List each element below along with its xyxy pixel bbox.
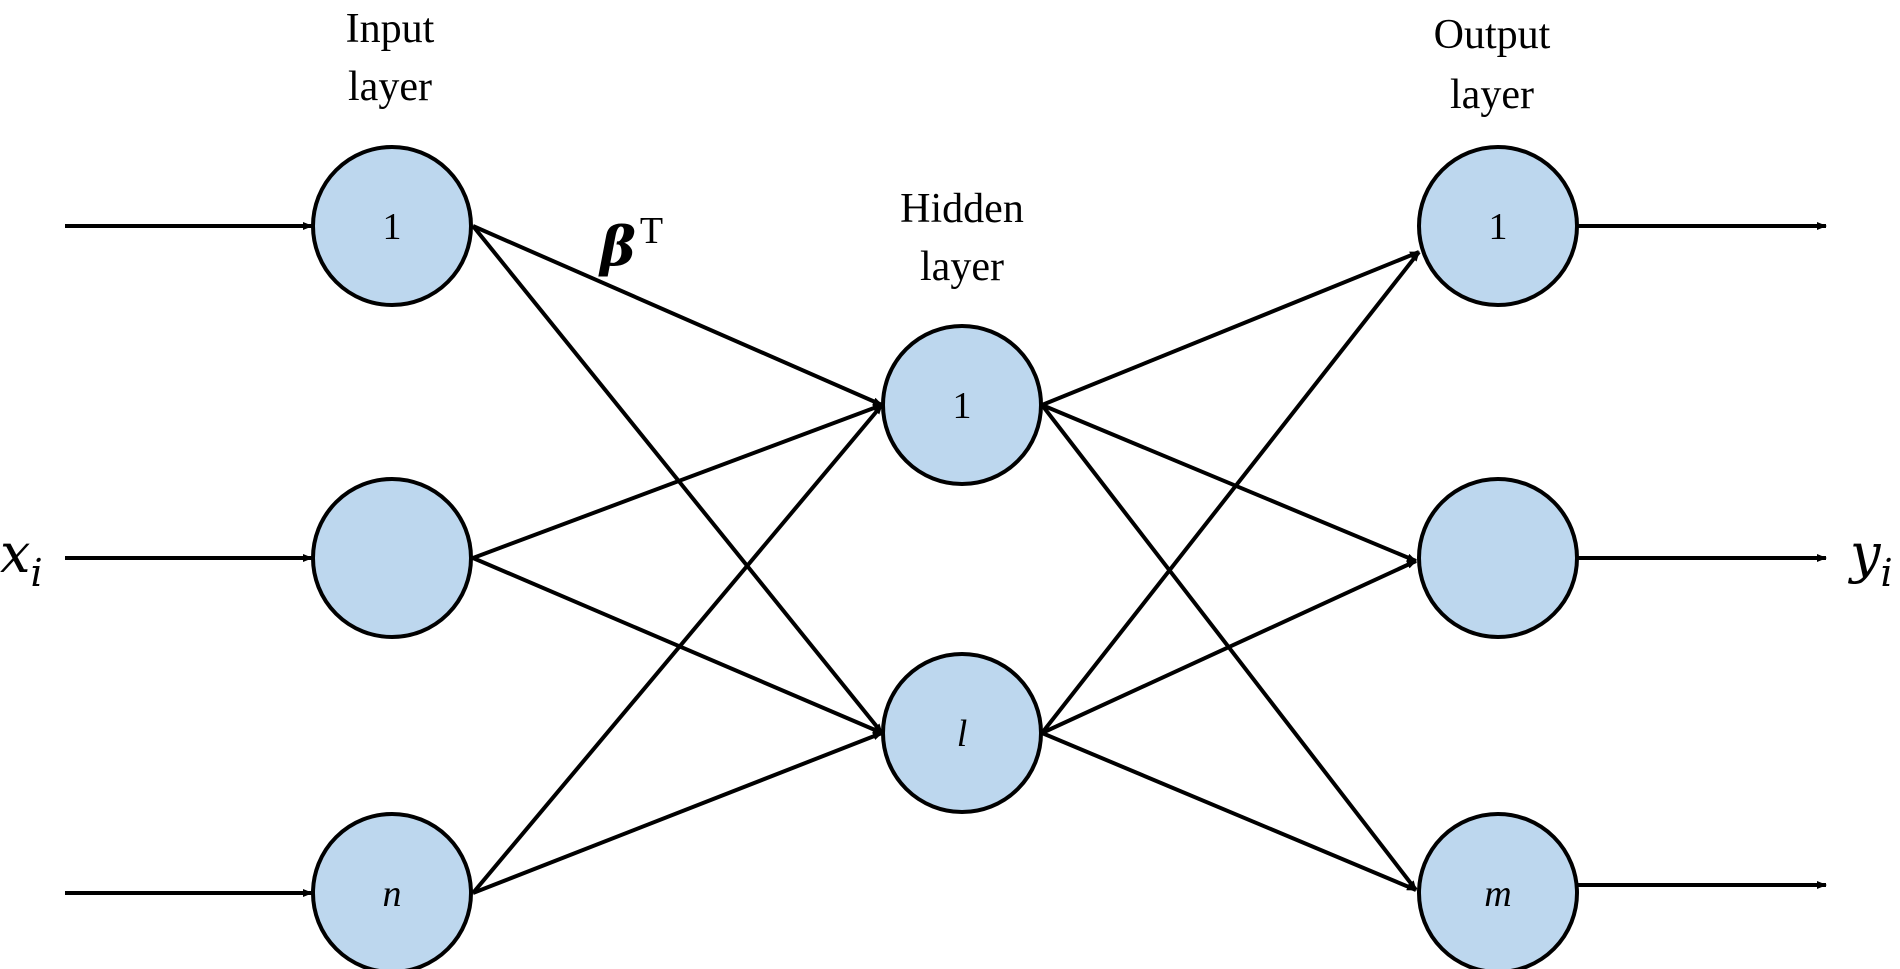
output-vector-sub: i <box>1881 551 1893 595</box>
hidden-node-l <box>881 652 1043 814</box>
edge-hl-out2 <box>1041 559 1417 735</box>
output-node-m <box>1417 812 1579 969</box>
weight-label-sup: T <box>640 210 663 252</box>
input-node-n <box>311 812 473 969</box>
hidden-node-l-label: l <box>957 713 968 755</box>
input-layer-title-line2: layer <box>348 64 432 110</box>
input-layer-title-line1: Input <box>346 6 435 52</box>
weight-label-base: β <box>598 214 636 278</box>
input-node-2 <box>311 477 473 639</box>
edge-in2-hl <box>472 556 883 735</box>
output-layer-title-line2: layer <box>1450 72 1534 118</box>
output-node-2 <box>1417 477 1579 639</box>
output-vector-base: y <box>1848 522 1882 585</box>
output-node-1 <box>1417 145 1579 307</box>
hidden-node-1-label: 1 <box>953 385 972 427</box>
edge-h1-out2 <box>1041 403 1417 563</box>
edge-inn-h1 <box>471 403 884 895</box>
input-vector-label: xi <box>0 522 43 595</box>
edge-in2-h1 <box>472 403 883 560</box>
input-node-1-label: 1 <box>383 206 402 248</box>
output-node-1-label: 1 <box>1489 206 1508 248</box>
output-vector-label: yi <box>1848 522 1893 595</box>
hidden-node-1 <box>881 324 1043 486</box>
edge-h1-out1 <box>1041 250 1420 407</box>
input-node-1 <box>311 145 473 307</box>
input-vector-sub: i <box>30 551 42 595</box>
edge-hl-out1 <box>1040 250 1421 735</box>
input-vector-base: x <box>0 522 30 585</box>
hidden-layer-title-line2: layer <box>920 244 1004 290</box>
edge-in1-h1 <box>472 224 883 407</box>
output-layer-title-line1: Output <box>1434 12 1551 58</box>
edge-hl-outm <box>1041 731 1417 892</box>
hidden-layer-title-line1: Hidden <box>900 186 1024 232</box>
edge-inn-hl <box>472 731 883 895</box>
input-node-n-label: n <box>383 873 402 915</box>
output-node-m-label: m <box>1484 873 1511 915</box>
